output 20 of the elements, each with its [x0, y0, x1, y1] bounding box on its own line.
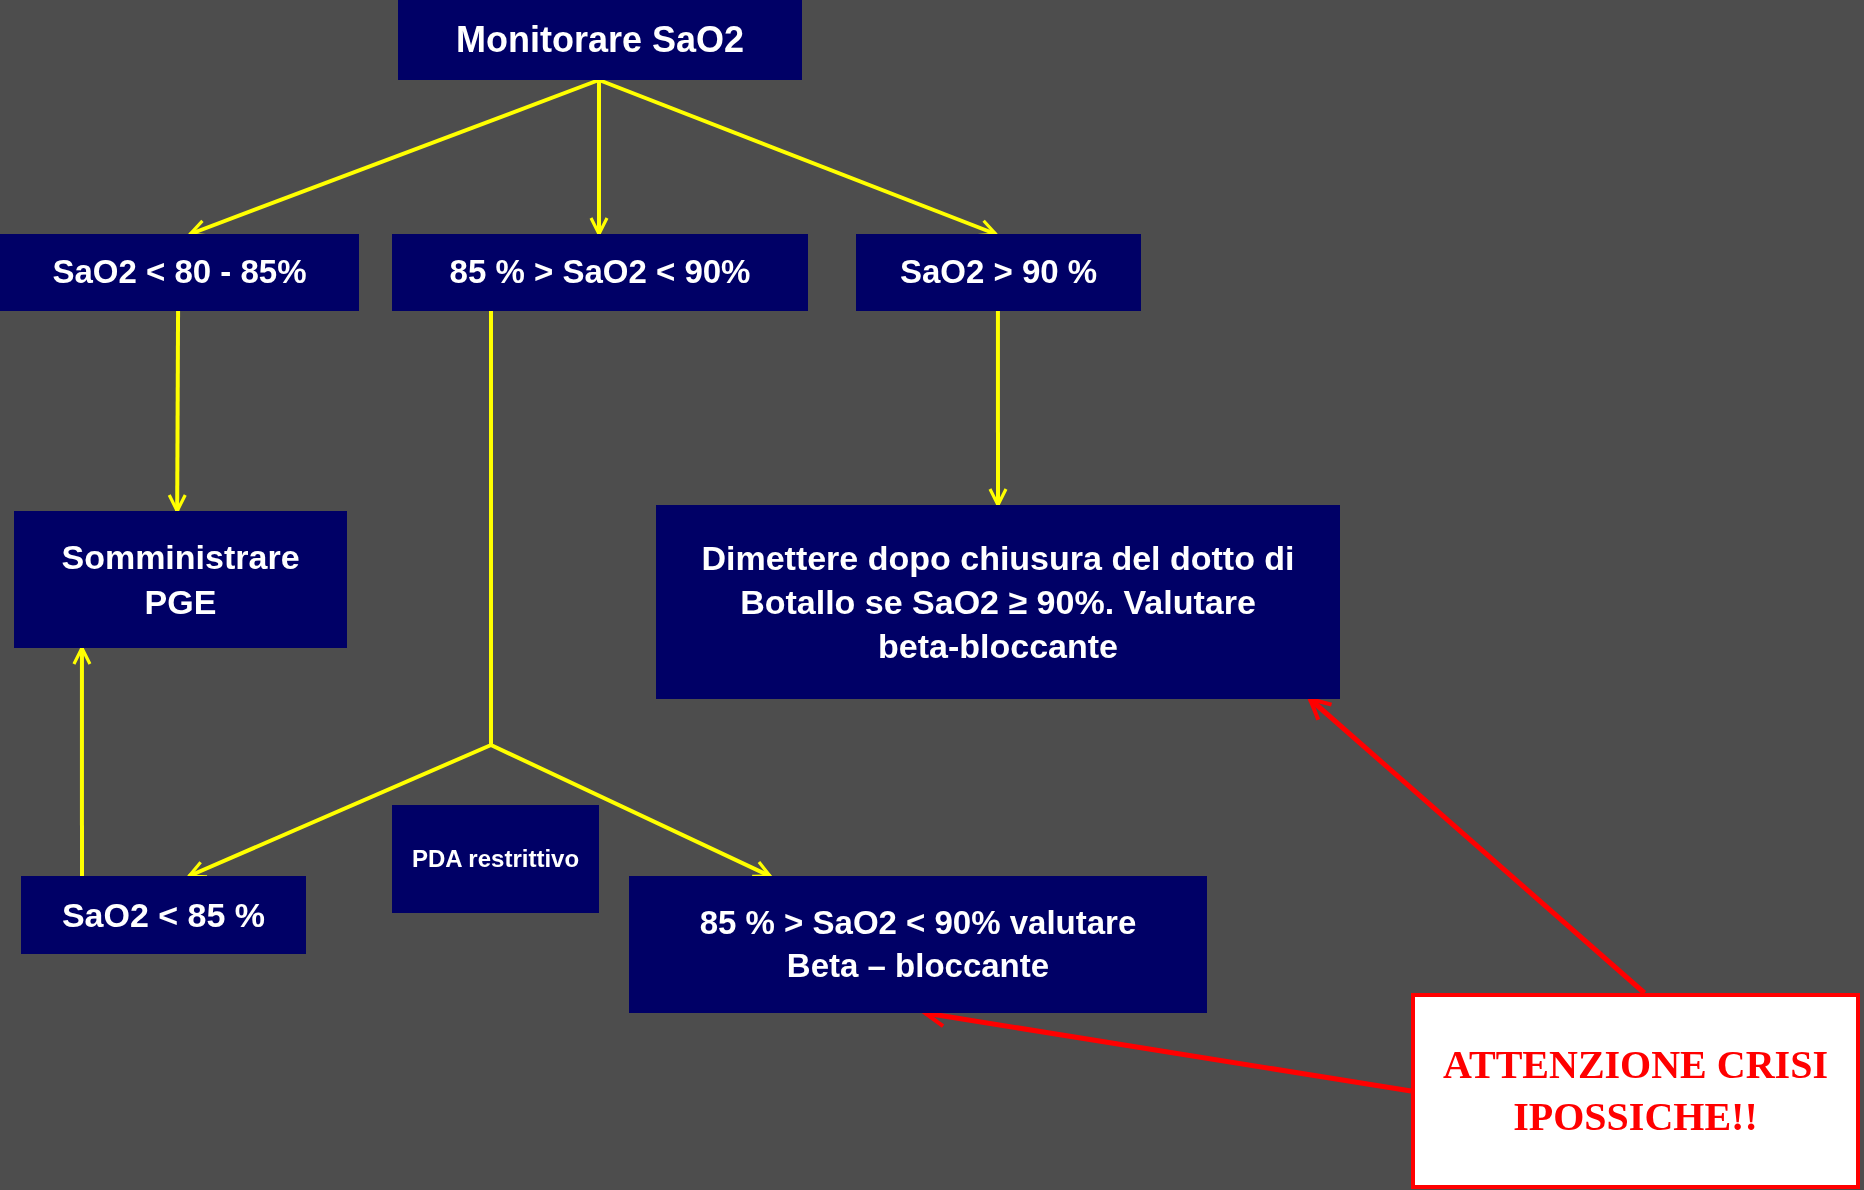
process-box: [14, 511, 347, 648]
process-box: [398, 0, 802, 80]
process-box: [629, 876, 1207, 1013]
box-label: 85 % > SaO2 < 90% valutare Beta – bloccante: [698, 902, 1138, 986]
box-label: SaO2 < 85 %: [61, 894, 266, 936]
box-label: Somministrare PGE: [60, 537, 301, 623]
box-label: PDA restrittivo: [411, 844, 580, 875]
box-label: ATTENZIONE CRISI IPOSSICHE!!: [1442, 1041, 1829, 1141]
process-box: [856, 234, 1141, 311]
warning-box: [1411, 993, 1860, 1189]
process-box: [21, 876, 306, 954]
process-box: [392, 234, 808, 311]
box-label: Dimettere dopo chiusura del dotto di Botallo se SaO2 ≥ 90%. Valutare beta-bloccante: [700, 537, 1296, 668]
box-label: Monitorare SaO2: [455, 17, 745, 62]
process-box: [656, 505, 1340, 699]
box-label: SaO2 > 90 %: [899, 252, 1098, 293]
process-box: [0, 234, 359, 311]
box-label: SaO2 < 80 - 85%: [52, 252, 307, 293]
process-box: [392, 805, 599, 913]
box-label: 85 % > SaO2 < 90%: [449, 252, 751, 293]
